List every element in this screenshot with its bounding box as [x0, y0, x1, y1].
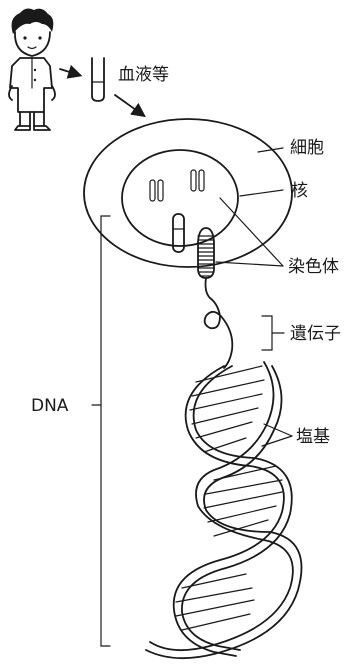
- chromosome-leader-line-1: [220, 198, 283, 266]
- label-blood: 血液等: [118, 65, 169, 85]
- gene-bracket: [262, 316, 284, 350]
- dna-double-helix: [146, 362, 302, 658]
- child-to-tube-arrow: [60, 69, 79, 75]
- base-leader-line-1: [264, 424, 292, 436]
- label-gene: 遺伝子: [290, 324, 341, 344]
- child-figure: [9, 9, 55, 130]
- child-body: [10, 58, 52, 112]
- child-face: [15, 32, 50, 56]
- chromosome-coil: [198, 228, 232, 368]
- child-legs: [20, 112, 44, 126]
- nucleus-leader-line: [240, 190, 283, 196]
- label-cell: 細胞: [290, 138, 324, 158]
- dna-bracket: [92, 216, 110, 646]
- label-base: 塩基: [296, 427, 330, 447]
- tube-to-cell-arrow: [115, 95, 143, 115]
- label-nucleus: 核: [291, 181, 308, 201]
- chromosome-leader-line-2: [216, 262, 283, 266]
- base-pair-rungs: [176, 366, 282, 630]
- base-leader-line-2: [262, 436, 292, 446]
- child-hair: [12, 9, 54, 34]
- label-dna: DNA: [31, 396, 69, 416]
- chromosome-shapes: [150, 170, 204, 252]
- test-tube-icon: [92, 58, 104, 101]
- label-chromosome: 染色体: [288, 257, 339, 277]
